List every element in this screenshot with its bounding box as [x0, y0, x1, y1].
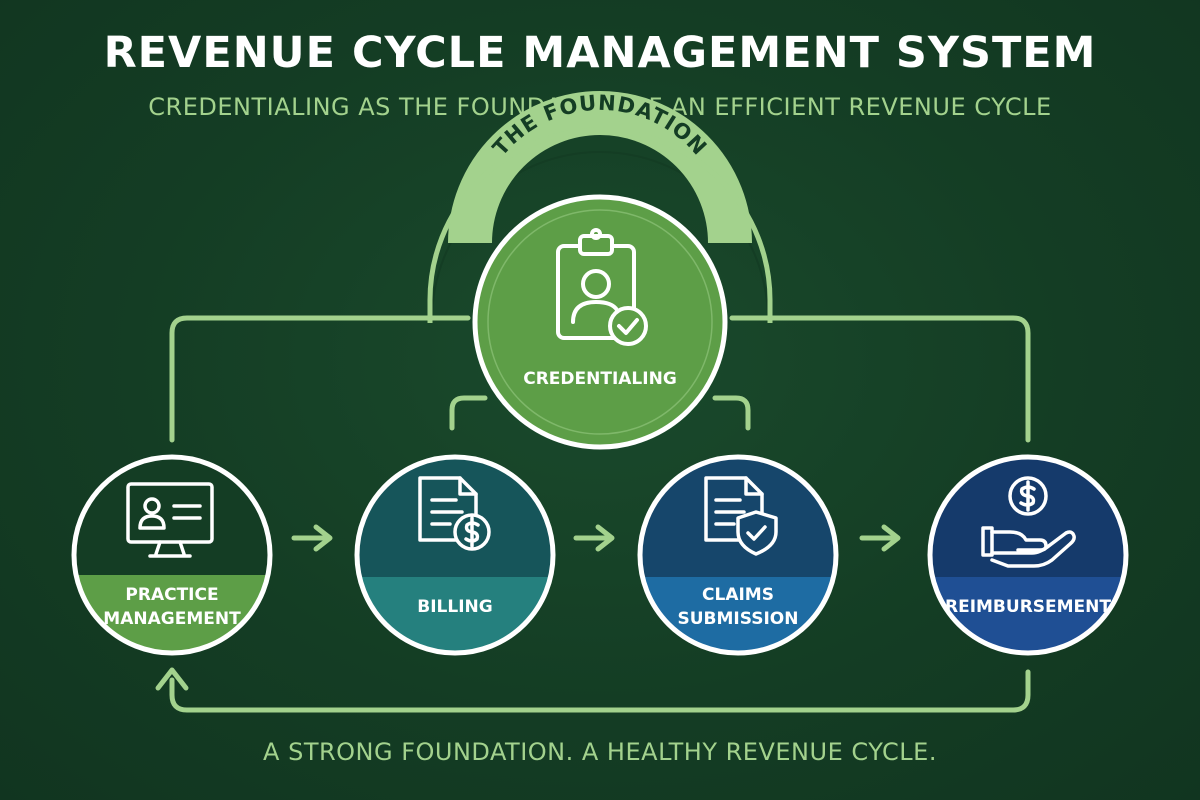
- monitor-user-icon: [126, 482, 214, 558]
- hand-dollar-icon: [981, 476, 1076, 568]
- billing-label: BILLING: [417, 597, 492, 617]
- reimbursement-node[interactable]: REIMBURSEMENT: [925, 454, 1135, 667]
- document-dollar-icon: [418, 476, 491, 551]
- clipboard-user-check-icon: [556, 228, 648, 346]
- credentialing-node[interactable]: CREDENTIALING: [472, 194, 728, 450]
- practice-management-node[interactable]: PRACTICE MANAGEMENT: [70, 454, 274, 665]
- claims-label-line2: SUBMISSION: [678, 609, 799, 629]
- flow-arrow-2: [573, 524, 615, 552]
- flow-arrow-3: [859, 524, 901, 552]
- return-arrow-head: [155, 667, 189, 691]
- reimbursement-label: REIMBURSEMENT: [945, 597, 1111, 617]
- document-shield-icon: [704, 476, 778, 556]
- billing-node[interactable]: BILLING: [350, 454, 560, 667]
- credentialing-label: CREDENTIALING: [523, 369, 677, 389]
- practice-label-line2: MANAGEMENT: [103, 609, 241, 629]
- practice-label-line1: PRACTICE: [125, 585, 218, 605]
- flow-arrow-1: [291, 524, 333, 552]
- outer-connector: [169, 315, 1031, 713]
- claims-label-line1: CLAIMS: [702, 585, 774, 605]
- claims-submission-node[interactable]: CLAIMS SUBMISSION: [635, 454, 845, 667]
- foundation-arc: [427, 91, 773, 323]
- footer-tagline: A STRONG FOUNDATION. A HEALTHY REVENUE C…: [263, 738, 937, 766]
- page-title: REVENUE CYCLE MANAGEMENT SYSTEM: [103, 28, 1097, 78]
